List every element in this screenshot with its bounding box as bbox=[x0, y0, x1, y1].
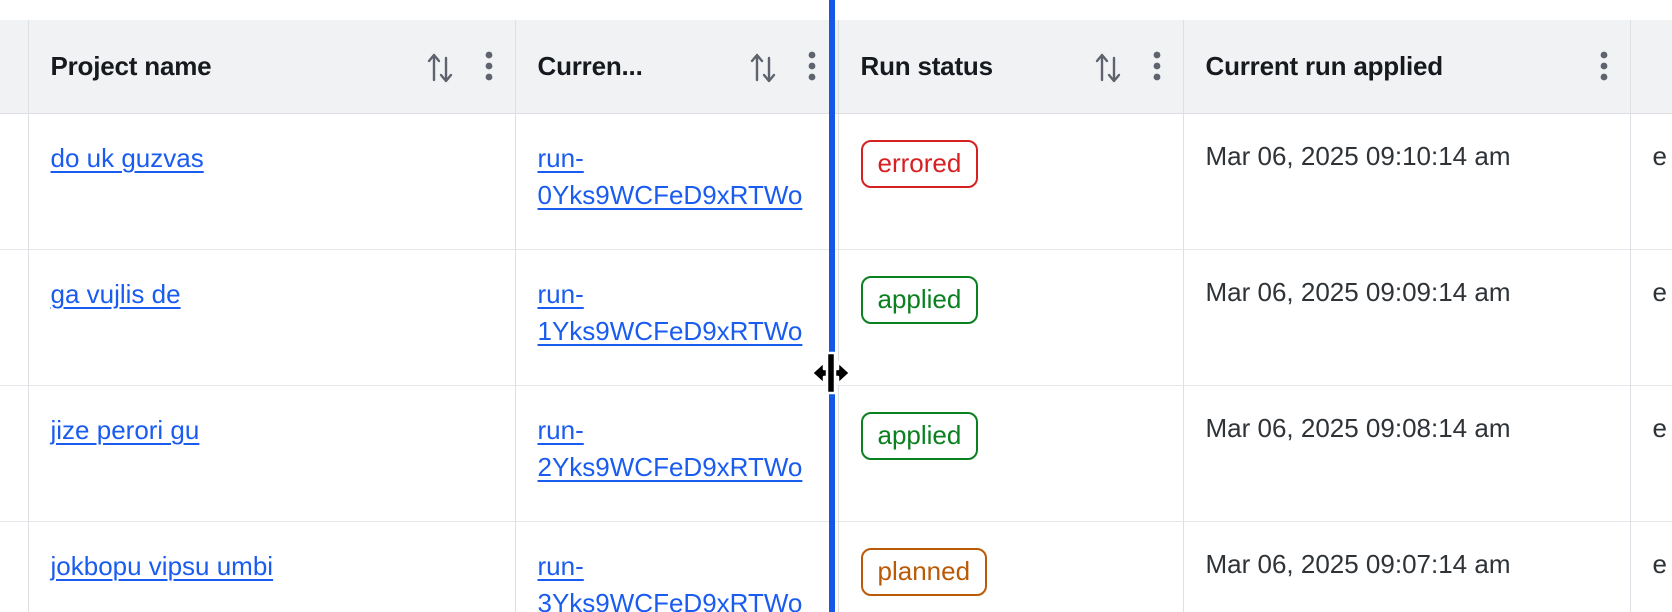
table-header-row: Project name bbox=[0, 20, 1672, 114]
cell-partial-next: e bbox=[1630, 521, 1672, 612]
sort-icon[interactable] bbox=[425, 48, 455, 84]
cell-partial-next: e bbox=[1630, 113, 1672, 250]
status-badge: applied bbox=[860, 275, 979, 324]
cell-current-run-applied: Mar 06, 2025 09:08:14 am bbox=[1183, 385, 1631, 522]
column-menu-kebab-icon[interactable] bbox=[485, 50, 493, 82]
column-header-gutter bbox=[0, 20, 29, 114]
partial-next-text: e bbox=[1652, 548, 1667, 579]
current-run-link[interactable]: run-1Yks9WCFeD9xRTWo bbox=[537, 278, 803, 346]
column-header-run-status-label: Run status bbox=[860, 50, 993, 81]
table-top-spacer bbox=[0, 0, 1672, 20]
status-badge: applied bbox=[860, 411, 979, 460]
column-menu-kebab-icon[interactable] bbox=[808, 50, 816, 82]
cell-run-status: errored bbox=[838, 113, 1184, 250]
project-name-link[interactable]: jokbopu vipsu umbi bbox=[50, 550, 274, 581]
column-menu-kebab-icon[interactable] bbox=[1600, 50, 1608, 82]
table-row: ga vujlis de run-1Yks9WCFeD9xRTWo applie… bbox=[0, 249, 1672, 386]
cell-current-run-applied: Mar 06, 2025 09:07:14 am bbox=[1183, 521, 1631, 612]
current-run-applied-text: Mar 06, 2025 09:10:14 am bbox=[1205, 140, 1511, 171]
column-header-current-run-label: Curren... bbox=[537, 50, 643, 81]
project-name-link[interactable]: jize perori gu bbox=[50, 414, 200, 445]
table-row: do uk guzvas run-0Yks9WCFeD9xRTWo errore… bbox=[0, 113, 1672, 250]
cell-partial-next: e bbox=[1630, 385, 1672, 522]
status-badge: planned bbox=[860, 547, 988, 596]
project-name-link[interactable]: ga vujlis de bbox=[50, 278, 181, 309]
cell-project-name: jize perori gu bbox=[28, 385, 516, 522]
column-header-current-run[interactable]: Curren... bbox=[515, 20, 839, 114]
current-run-link[interactable]: run-2Yks9WCFeD9xRTWo bbox=[537, 414, 803, 482]
current-run-link[interactable]: run-0Yks9WCFeD9xRTWo bbox=[537, 142, 803, 210]
cell-project-name: do uk guzvas bbox=[28, 113, 516, 250]
cell-partial-next: e bbox=[1630, 249, 1672, 386]
cell-project-name: jokbopu vipsu umbi bbox=[28, 521, 516, 612]
partial-next-text: e bbox=[1652, 412, 1667, 443]
cell-current-run: run-1Yks9WCFeD9xRTWo bbox=[515, 249, 839, 386]
column-header-project-name-label: Project name bbox=[50, 50, 212, 81]
column-header-run-status[interactable]: Run status bbox=[838, 20, 1184, 114]
table-row: jize perori gu run-2Yks9WCFeD9xRTWo appl… bbox=[0, 385, 1672, 522]
cell-run-status: applied bbox=[838, 249, 1184, 386]
current-run-applied-text: Mar 06, 2025 09:09:14 am bbox=[1205, 276, 1511, 307]
table-body: do uk guzvas run-0Yks9WCFeD9xRTWo errore… bbox=[0, 113, 1672, 612]
column-header-current-run-applied-label: Current run applied bbox=[1205, 50, 1443, 81]
current-run-applied-text: Mar 06, 2025 09:07:14 am bbox=[1205, 548, 1511, 579]
cell-current-run-applied: Mar 06, 2025 09:10:14 am bbox=[1183, 113, 1631, 250]
cell-project-name: ga vujlis de bbox=[28, 249, 516, 386]
projects-table: Project name bbox=[0, 20, 1672, 612]
current-run-link[interactable]: run-3Yks9WCFeD9xRTWo bbox=[537, 550, 803, 612]
row-gutter-cell bbox=[0, 385, 29, 522]
cell-current-run-applied: Mar 06, 2025 09:09:14 am bbox=[1183, 249, 1631, 386]
current-run-applied-text: Mar 06, 2025 09:08:14 am bbox=[1205, 412, 1511, 443]
row-gutter-cell bbox=[0, 249, 29, 386]
row-gutter-cell bbox=[0, 113, 29, 250]
partial-next-text: e bbox=[1652, 140, 1667, 171]
table-row: jokbopu vipsu umbi run-3Yks9WCFeD9xRTWo … bbox=[0, 521, 1672, 612]
column-menu-kebab-icon[interactable] bbox=[1153, 50, 1161, 82]
cell-current-run: run-3Yks9WCFeD9xRTWo bbox=[515, 521, 839, 612]
project-name-link[interactable]: do uk guzvas bbox=[50, 142, 204, 173]
column-header-current-run-applied[interactable]: Current run applied bbox=[1183, 20, 1631, 114]
sort-icon[interactable] bbox=[748, 48, 778, 84]
status-badge: errored bbox=[860, 139, 979, 188]
cell-run-status: planned bbox=[838, 521, 1184, 612]
column-header-project-name[interactable]: Project name bbox=[28, 20, 516, 114]
table-header: Project name bbox=[0, 20, 1672, 114]
cell-current-run: run-2Yks9WCFeD9xRTWo bbox=[515, 385, 839, 522]
partial-next-text: e bbox=[1652, 276, 1667, 307]
cell-run-status: applied bbox=[838, 385, 1184, 522]
cell-current-run: run-0Yks9WCFeD9xRTWo bbox=[515, 113, 839, 250]
sort-icon[interactable] bbox=[1093, 48, 1123, 84]
column-header-partial-next[interactable]: V bbox=[1630, 20, 1672, 114]
row-gutter-cell bbox=[0, 521, 29, 612]
